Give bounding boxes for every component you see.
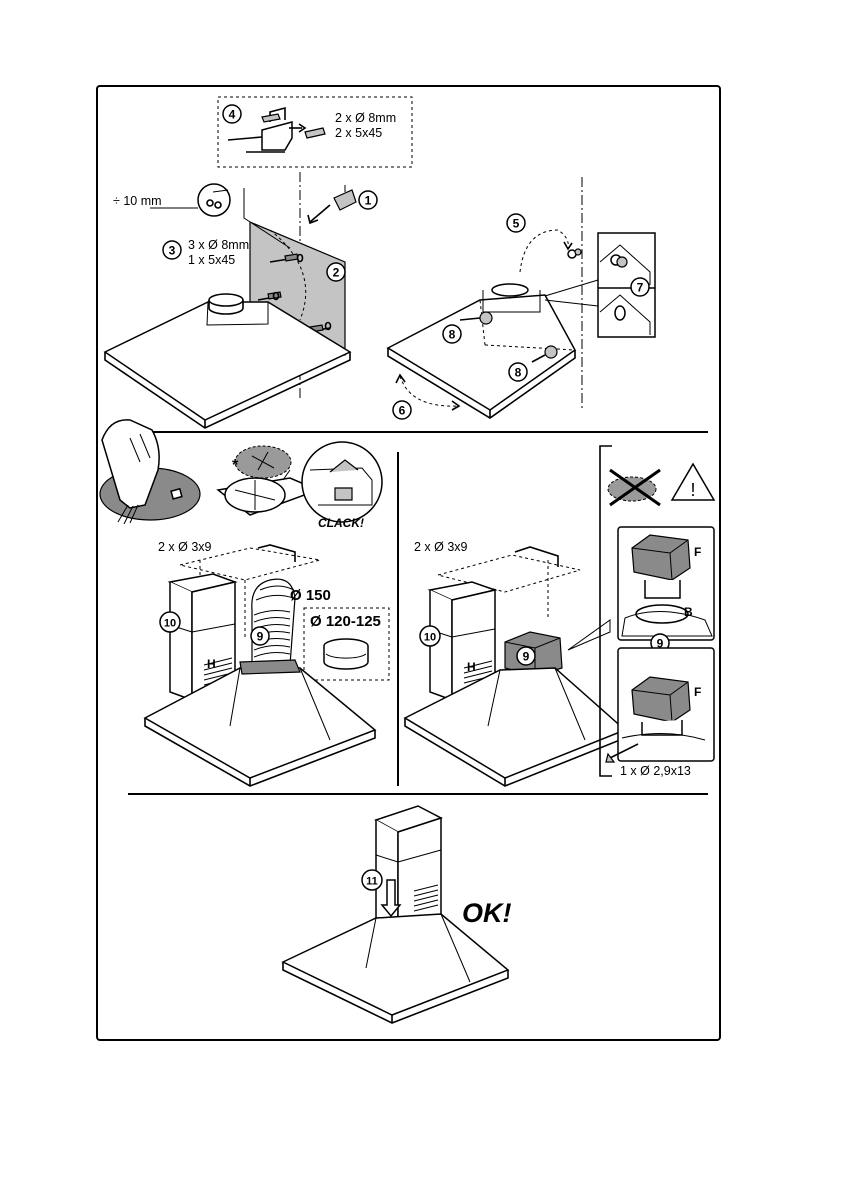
screws-label-right: 2 x Ø 3x9	[414, 540, 468, 554]
filter-star-mark: *	[232, 457, 239, 474]
filter-f-label-bottom: F	[694, 685, 701, 699]
fixings-4-line2: 2 x 5x45	[335, 126, 382, 140]
step-10-number-left: 10	[164, 618, 176, 630]
screw-spec-bottom: 1 x Ø 2,9x13	[620, 764, 691, 778]
step-6-number: 6	[399, 404, 406, 418]
ducting-panel: * CLACK! 2 x Ø 3x9 H 10	[100, 420, 389, 786]
spacing-10mm-label: ÷ 10 mm	[113, 194, 162, 208]
fixings-3-line2: 1 x 5x45	[188, 253, 235, 267]
step-10-number-right: 10	[424, 632, 436, 644]
spacing-detail-circle	[198, 184, 230, 216]
chimney-h-label-left: H	[207, 657, 216, 671]
step-8a-number: 8	[449, 328, 456, 342]
screws-label-left: 2 x Ø 3x9	[158, 540, 212, 554]
step-5-number: 5	[513, 217, 520, 231]
adapter-diameter-label: Ø 120-125	[310, 613, 381, 630]
warning-exclamation: !	[690, 480, 695, 500]
filter-f-label-top: F	[694, 545, 701, 559]
step-9-number-left: 9	[257, 630, 264, 644]
hood-hanging-panel: 5 8 8 6	[388, 177, 655, 419]
final-assembly-panel: 11 OK!	[283, 806, 512, 1023]
chimney-final	[376, 806, 441, 926]
step-7-number: 7	[637, 281, 644, 295]
step-8b-number: 8	[515, 366, 522, 380]
step-11-number: 11	[366, 876, 378, 888]
warning-no-grease-filter: !	[608, 464, 714, 505]
step-3-number: 3	[169, 244, 176, 258]
step-9-number-right: 9	[523, 650, 530, 664]
step-2-number: 2	[333, 266, 340, 280]
step-1-number: 1	[365, 194, 372, 208]
flexible-duct	[252, 579, 295, 665]
fixings-4-line1: 2 x Ø 8mm	[335, 111, 396, 125]
filter-b-label: B	[684, 605, 693, 619]
fixings-3-line1: 3 x Ø 8mm	[188, 238, 249, 252]
chimney-h-label-right: H	[467, 660, 476, 674]
filter-clip-detail: * CLACK!	[218, 442, 382, 530]
clack-label: CLACK!	[318, 516, 364, 530]
duct-diameter-150: Ø 150	[290, 587, 331, 604]
hand-removing-filter-illustration	[100, 420, 200, 524]
ok-label: OK!	[462, 898, 512, 928]
recirculation-panel: 2 x Ø 3x9 H 10 9	[405, 446, 714, 786]
wall-fixing-panel: 4 2 x Ø 8mm 2 x 5x45 ÷ 10 mm	[105, 97, 412, 428]
step-4-number: 4	[229, 108, 236, 122]
spirit-level-icon	[334, 185, 356, 210]
hood-canopy-final	[283, 914, 508, 1023]
adapter-ring-icon	[324, 639, 368, 669]
